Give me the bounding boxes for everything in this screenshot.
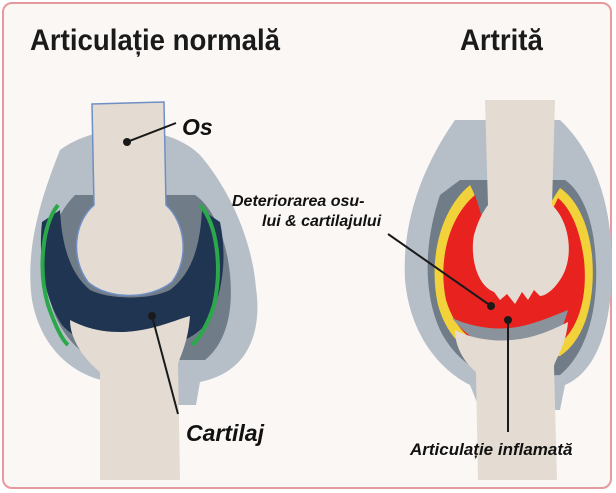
cartilage-pointer-dot: [148, 312, 156, 320]
bone-pointer-dot: [123, 138, 131, 146]
damage-label-line1: Deteriorarea osu-: [232, 193, 365, 211]
damage-pointer-dot: [487, 302, 495, 310]
damage-label-line2: lui & cartilajului: [262, 213, 381, 231]
arthritis-joint: [388, 100, 612, 480]
inflamed-label: Articulație inflamată: [410, 440, 573, 460]
cartilage-label: Cartilaj: [186, 420, 264, 447]
normal-lower-bone: [70, 316, 190, 480]
normal-joint-title: Articulație normală: [30, 24, 280, 58]
inflamed-pointer-dot: [504, 316, 512, 324]
bone-label: Os: [182, 114, 213, 141]
arthritis-title: Artrită: [460, 24, 543, 58]
